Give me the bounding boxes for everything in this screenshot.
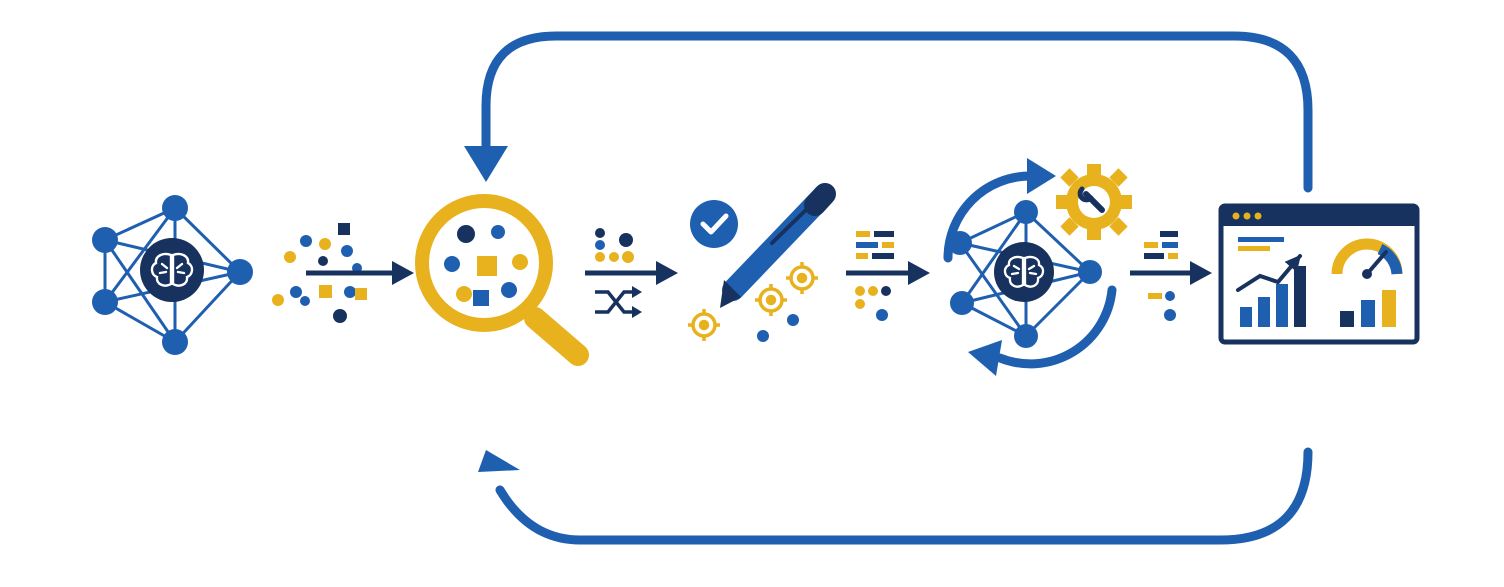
shuffle-data-arrow-icon: [585, 228, 678, 318]
dashboard-chart-gauge-icon: [1218, 203, 1420, 345]
gauge-icon: [1331, 238, 1403, 279]
pen-annotation-icon: [688, 183, 836, 342]
feedback-loop-top-arrow-icon: [464, 31, 1313, 193]
retraining-network-gear-icon: [943, 158, 1132, 376]
feedback-loop-bottom-arrow-icon: [478, 447, 1313, 545]
list-data-arrow-icon: [846, 231, 930, 321]
target-icon: [688, 262, 818, 341]
brain-icon: [150, 252, 194, 287]
gear-wrench-icon: [1056, 164, 1132, 240]
bar-chart-icon: [1236, 254, 1306, 327]
neural-network-brain-icon: [92, 195, 253, 355]
checkmark-badge-icon: [690, 200, 738, 248]
brain-icon: [1003, 255, 1045, 288]
list-data-arrow-icon: [1130, 231, 1212, 321]
scattered-data-arrow-icon: [272, 223, 414, 323]
window-dots-icon: [1232, 212, 1262, 220]
pen-icon: [720, 183, 836, 308]
magnifying-glass-data-icon: [415, 194, 589, 366]
